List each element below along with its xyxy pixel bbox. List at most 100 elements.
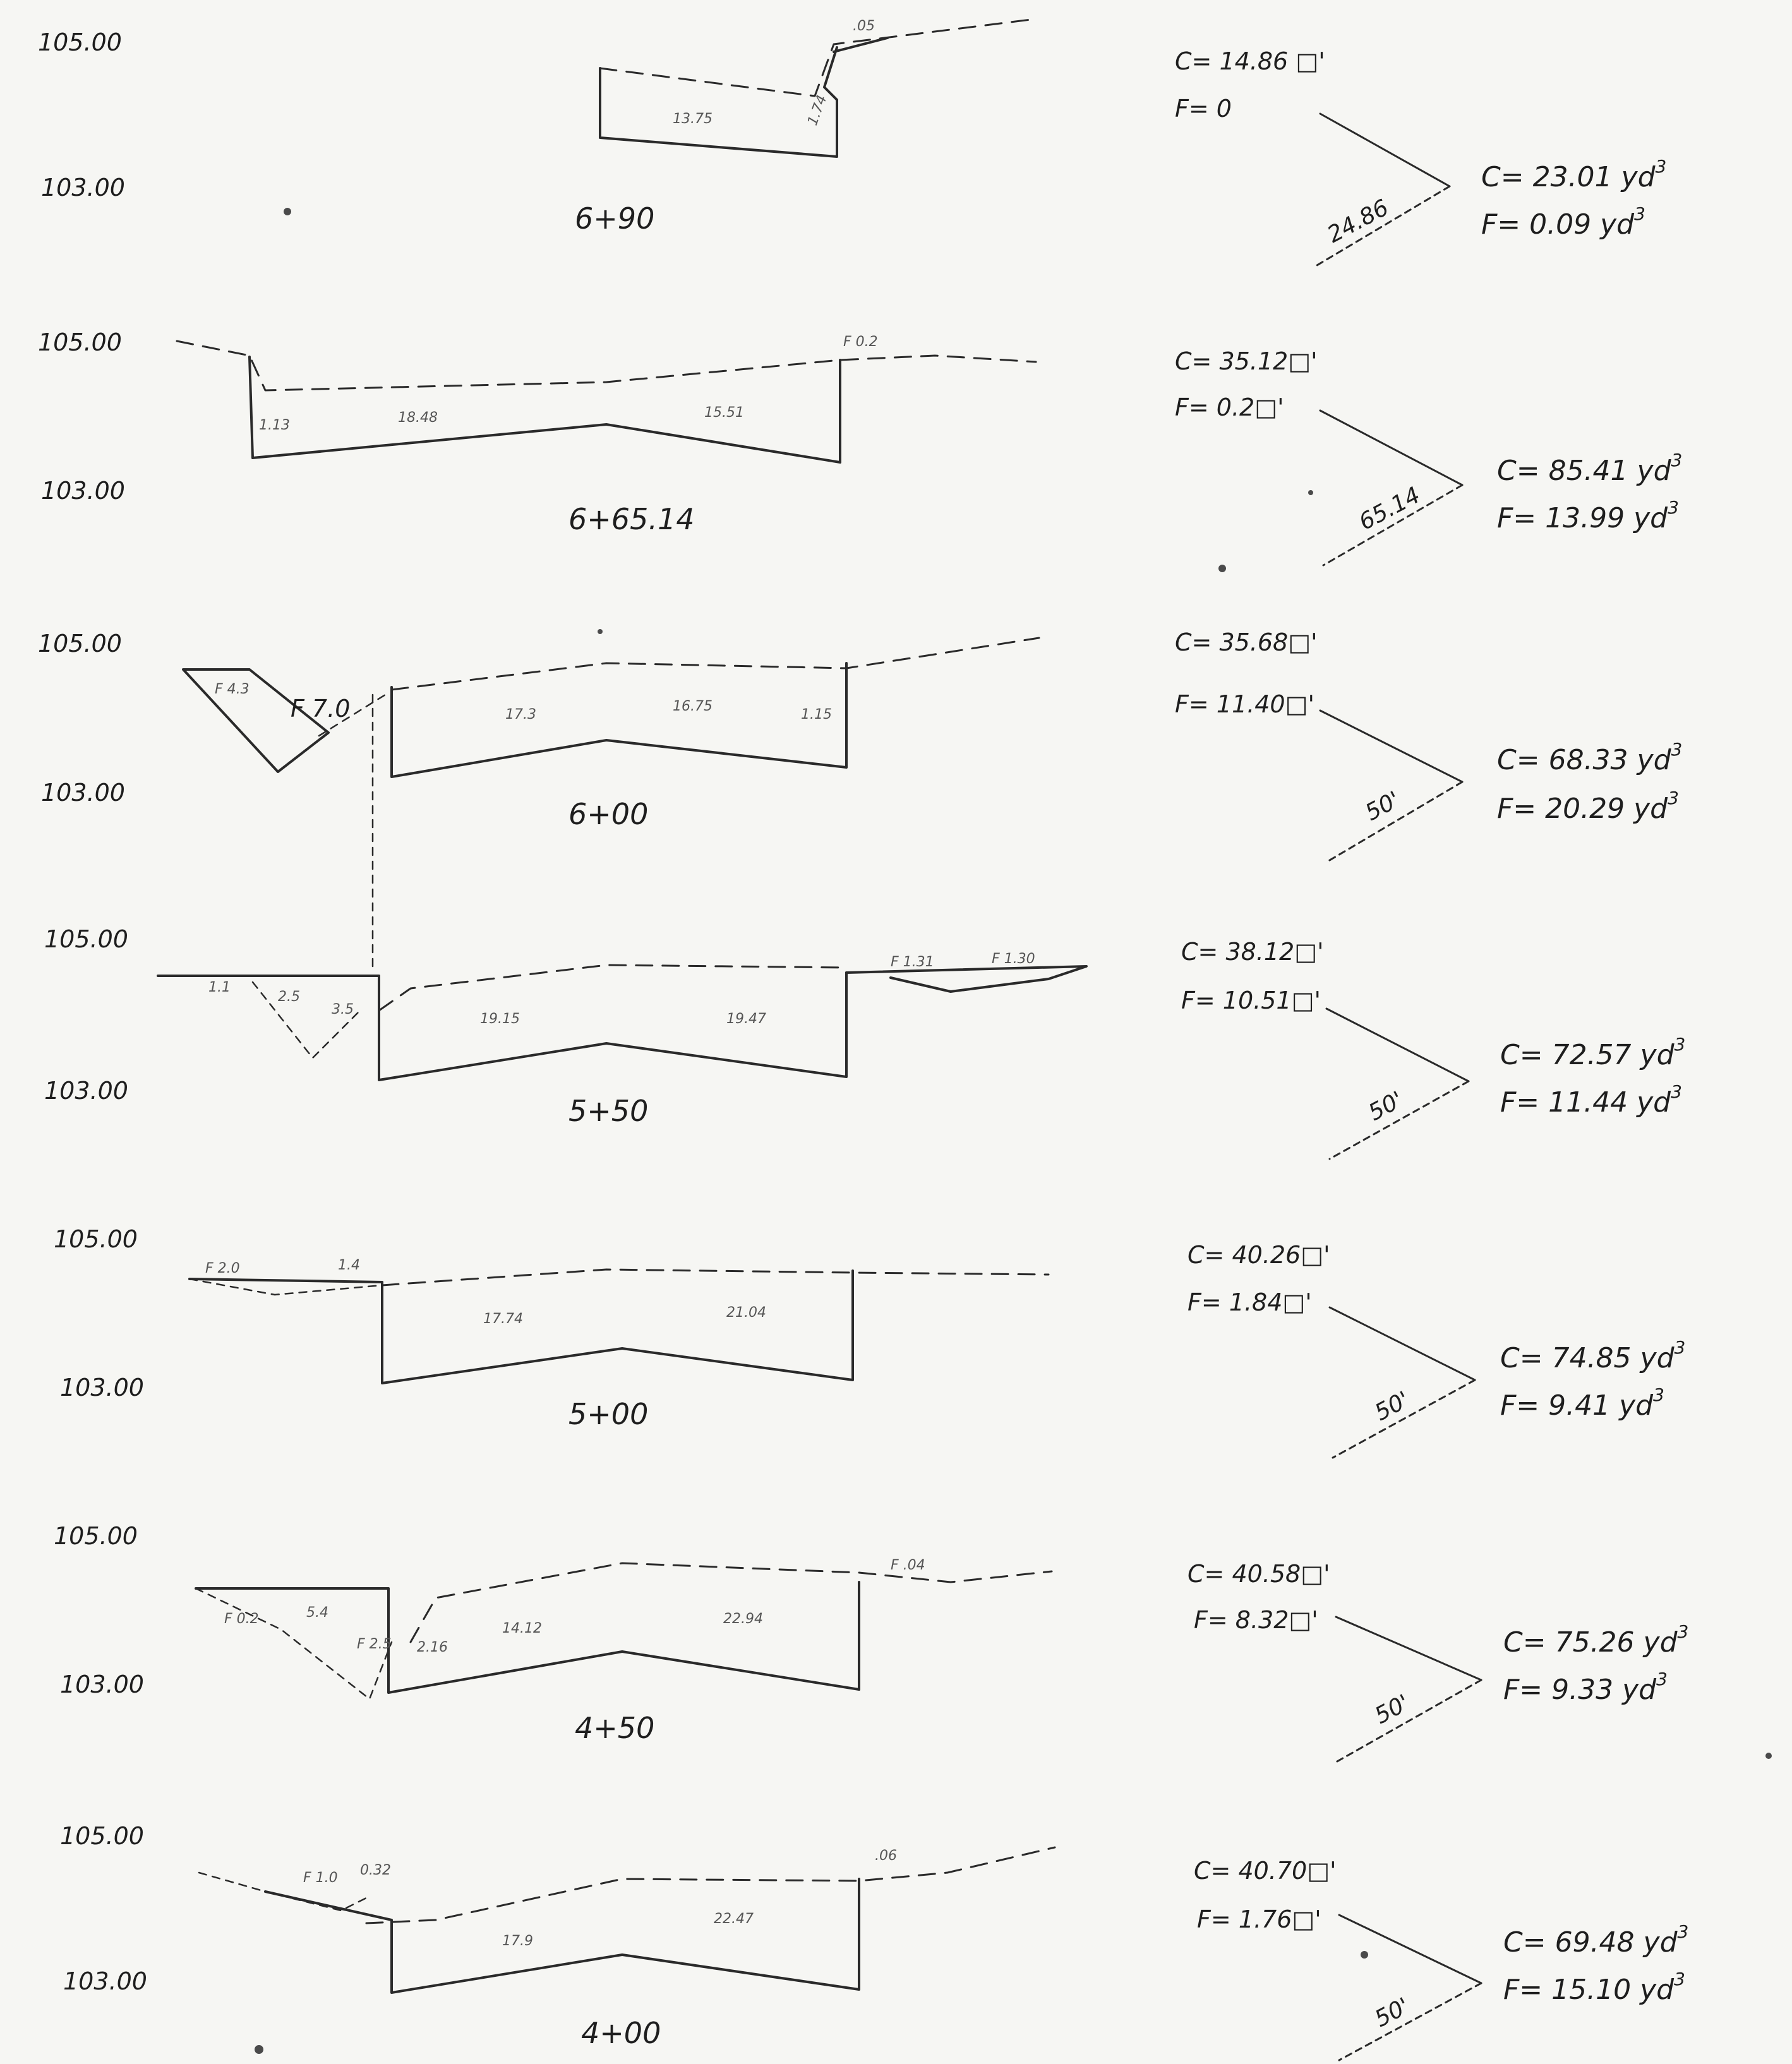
connector-line bbox=[1335, 1616, 1482, 1681]
station-label: 4+50 bbox=[575, 1711, 654, 1745]
connector-line bbox=[1325, 781, 1464, 863]
fill-volume: F= 13.99 yd3 bbox=[1497, 497, 1679, 534]
area-label: 1.74 bbox=[805, 93, 830, 128]
section-template-outline bbox=[248, 356, 841, 464]
section-4-50: 105.00 103.00 F 0.2 5.4 F 2.5 2.16 14.12… bbox=[54, 1522, 1689, 1763]
area-label: F 1.30 bbox=[992, 951, 1035, 967]
section-5-50: 105.00 103.00 1.1 2.5 3.5 19.15 19.47 F … bbox=[44, 925, 1685, 1160]
connector-line bbox=[1338, 1982, 1482, 2061]
area-label: 3.5 bbox=[332, 1002, 354, 1017]
station-label: 6+65.14 bbox=[568, 502, 695, 536]
fill-volume-value: F= 0.09 yd bbox=[1481, 208, 1635, 241]
cut-volume-value: C= 68.33 yd bbox=[1497, 744, 1672, 776]
connector-line bbox=[1322, 484, 1464, 567]
area-label: 0.32 bbox=[360, 1863, 391, 1878]
cubic-exponent: 3 bbox=[1671, 1081, 1682, 1102]
speck bbox=[598, 629, 603, 634]
cut-volume-value: C= 75.26 yd bbox=[1503, 1626, 1678, 1659]
area-label: F 7.0 bbox=[291, 695, 350, 723]
area-label: 1.4 bbox=[338, 1257, 360, 1273]
fill-outline-right bbox=[845, 965, 1088, 993]
cubic-exponent: 3 bbox=[1656, 156, 1667, 177]
speck bbox=[284, 208, 291, 215]
elevation-bottom-label: 103.00 bbox=[41, 174, 125, 201]
section-template-outline bbox=[390, 662, 848, 778]
ground-line bbox=[599, 18, 1037, 97]
station-label: 6+00 bbox=[568, 797, 648, 831]
cubic-exponent: 3 bbox=[1656, 1669, 1668, 1689]
area-label: 16.75 bbox=[673, 699, 713, 714]
fill-volume: F= 11.44 yd3 bbox=[1500, 1081, 1682, 1119]
cut-area: C= 40.58□' bbox=[1188, 1560, 1330, 1588]
area-label: F 1.31 bbox=[891, 954, 934, 970]
connector-line bbox=[1332, 1379, 1476, 1459]
section-template-outline bbox=[188, 1269, 854, 1384]
cut-volume-value: C= 23.01 yd bbox=[1481, 161, 1656, 193]
area-label: 19.47 bbox=[726, 1011, 766, 1027]
cut-area: C= 38.12□' bbox=[1181, 938, 1324, 966]
fill-area: F= 0.2□' bbox=[1175, 393, 1284, 421]
elevation-top-label: 105.00 bbox=[44, 925, 128, 953]
cubic-exponent: 3 bbox=[1653, 1384, 1664, 1405]
cut-area: C= 40.70□' bbox=[1194, 1857, 1337, 1885]
section-4-00: 105.00 103.00 F 1.0 0.32 17.9 22.47 .06 … bbox=[60, 1822, 1689, 2061]
fill-volume-value: F= 20.29 yd bbox=[1497, 793, 1668, 825]
station-label: 4+00 bbox=[581, 2016, 661, 2050]
fill-volume-value: F= 15.10 yd bbox=[1503, 1974, 1675, 2006]
speck bbox=[1308, 490, 1313, 495]
fill-volume: F= 9.41 yd3 bbox=[1500, 1384, 1664, 1422]
connector-line bbox=[1319, 409, 1464, 486]
connector-line bbox=[1325, 1007, 1470, 1083]
cut-area: C= 14.86 □' bbox=[1175, 47, 1325, 75]
ground-line bbox=[176, 340, 1037, 392]
area-label: 2.16 bbox=[417, 1640, 448, 1655]
fill-area: F= 10.51□' bbox=[1181, 987, 1321, 1014]
elevation-bottom-label: 103.00 bbox=[63, 1967, 147, 1995]
fill-area: F= 0 bbox=[1175, 95, 1232, 123]
area-label: 18.48 bbox=[398, 410, 438, 426]
elevation-bottom-label: 103.00 bbox=[41, 779, 125, 807]
distance-label: 50' bbox=[1371, 1993, 1414, 2032]
fill-ditch-outline bbox=[251, 981, 361, 1059]
cubic-exponent: 3 bbox=[1671, 739, 1683, 760]
section-6-65-14: 105.00 103.00 1.13 18.48 15.51 F 0.2 6+6… bbox=[38, 328, 1682, 567]
cubic-exponent: 3 bbox=[1678, 1621, 1689, 1642]
section-5-00: 105.00 103.00 F 2.0 1.4 17.74 21.04 5+00… bbox=[54, 1225, 1685, 1459]
distance-label: 50' bbox=[1364, 1087, 1407, 1126]
elevation-bottom-label: 103.00 bbox=[41, 477, 125, 505]
area-label: 19.15 bbox=[480, 1011, 520, 1027]
area-label: 1.1 bbox=[208, 980, 231, 995]
station-label: 6+90 bbox=[575, 201, 654, 236]
cut-volume: C= 23.01 yd3 bbox=[1481, 156, 1666, 193]
fill-triangle-outline bbox=[182, 668, 330, 773]
cut-volume: C= 85.41 yd3 bbox=[1497, 450, 1682, 487]
elevation-top-label: 105.00 bbox=[54, 1522, 138, 1550]
elevation-bottom-label: 103.00 bbox=[60, 1374, 144, 1401]
fill-volume-value: F= 9.41 yd bbox=[1500, 1389, 1654, 1422]
fill-area: F= 1.84□' bbox=[1188, 1288, 1312, 1316]
elevation-top-label: 105.00 bbox=[38, 28, 122, 56]
ground-line bbox=[378, 964, 848, 1012]
cut-volume: C= 72.57 yd3 bbox=[1500, 1034, 1685, 1071]
fill-area: F= 11.40□' bbox=[1175, 690, 1314, 718]
speck bbox=[1765, 1753, 1772, 1759]
fill-volume: F= 9.33 yd3 bbox=[1503, 1669, 1668, 1706]
cut-volume: C= 74.85 yd3 bbox=[1500, 1337, 1685, 1374]
cubic-exponent: 3 bbox=[1668, 497, 1679, 518]
fill-volume-value: F= 9.33 yd bbox=[1503, 1674, 1657, 1706]
area-label: 17.74 bbox=[483, 1311, 523, 1327]
cut-volume-value: C= 69.48 yd bbox=[1503, 1926, 1678, 1959]
cubic-exponent: 3 bbox=[1678, 1921, 1689, 1942]
cut-area: C= 35.12□' bbox=[1175, 347, 1318, 375]
cubic-exponent: 3 bbox=[1671, 450, 1683, 471]
distance-label: 50' bbox=[1371, 1387, 1414, 1426]
area-label: 21.04 bbox=[726, 1305, 766, 1321]
area-label: 1.15 bbox=[801, 707, 832, 723]
station-label: 5+00 bbox=[568, 1397, 648, 1431]
connector-line bbox=[1328, 1080, 1470, 1160]
distance-label: 50' bbox=[1371, 1690, 1414, 1729]
cubic-exponent: 3 bbox=[1634, 203, 1645, 224]
area-label: 15.51 bbox=[704, 405, 744, 421]
